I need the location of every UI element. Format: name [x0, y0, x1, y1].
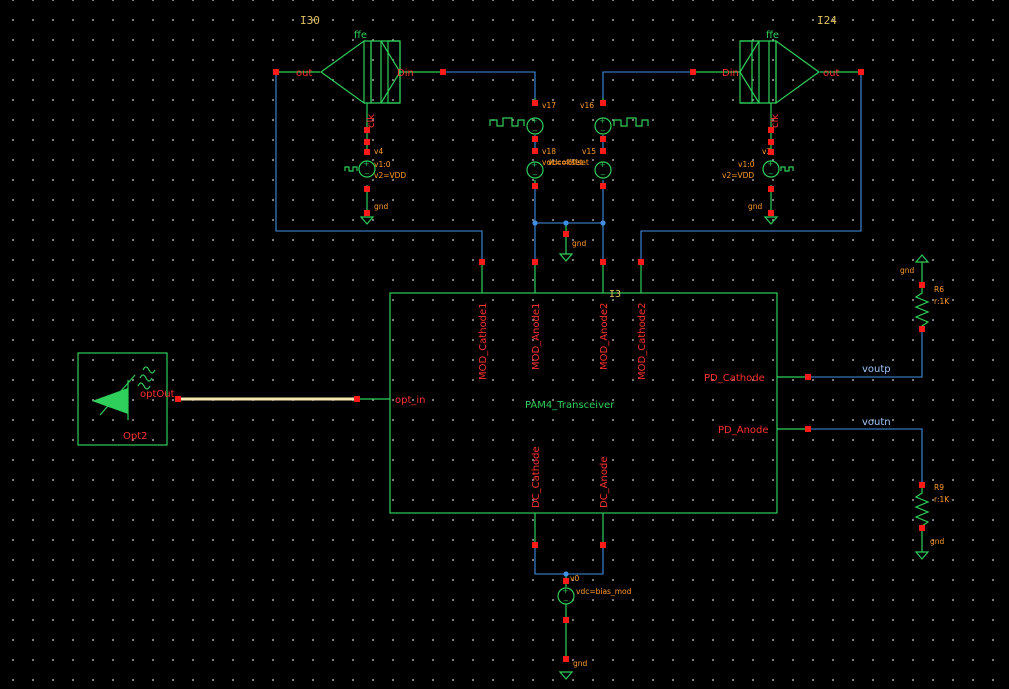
- pam4-transceiver-block[interactable]: [389, 292, 778, 514]
- v15-name: v15: [582, 147, 596, 156]
- vdc-source-v15[interactable]: + −: [594, 161, 612, 179]
- v3-param-v1: v1:0: [738, 160, 755, 169]
- v3-gnd-label: gnd: [748, 202, 763, 211]
- ffe-right-din-pin: Din: [722, 68, 739, 79]
- junction-dots: [532, 220, 606, 226]
- v4-gnd-label: gnd: [374, 202, 389, 211]
- ground-symbol: [558, 253, 574, 262]
- r6-name: R6: [934, 285, 944, 294]
- pin-pd-cathode: PD_Cathode: [704, 373, 765, 384]
- svg-text:+: +: [600, 117, 606, 125]
- svg-text:+: +: [532, 117, 538, 125]
- optical-source-block[interactable]: [77, 352, 168, 446]
- transceiver-cell-label: PAM4_Transceiver: [525, 400, 615, 411]
- vdc-source-v0[interactable]: + −: [557, 587, 575, 605]
- v4-param-v2: v2=VDD: [374, 171, 406, 180]
- v4-name: v4: [374, 147, 383, 156]
- svg-text:+: +: [563, 587, 569, 595]
- svg-text:−: −: [600, 171, 606, 179]
- junction-dots: [563, 571, 569, 577]
- svg-text:−: −: [532, 127, 538, 135]
- v18-name: v18: [542, 147, 556, 156]
- resistor-r9[interactable]: [914, 485, 930, 528]
- ffe-right-clk-pin: clk: [770, 114, 781, 128]
- ffe-left-out-pin: out: [296, 68, 312, 79]
- ffe-right-instance-label: I24: [817, 14, 837, 27]
- ffe-right-out-pin: out: [823, 68, 839, 79]
- r9-value: r:1K: [934, 495, 950, 504]
- ffe-left-din-pin: Din: [397, 68, 414, 79]
- r9-gnd-label: gnd: [930, 537, 945, 546]
- svg-text:−: −: [364, 170, 370, 178]
- resistor-r6[interactable]: [914, 285, 930, 332]
- ffe-buffer-left[interactable]: [319, 39, 401, 105]
- v17-name: v17: [542, 101, 556, 110]
- v4-param-v1: v1:0: [374, 160, 391, 169]
- transceiver-instance-label: I3: [609, 289, 621, 300]
- center-gnd-label: gnd: [572, 239, 587, 248]
- svg-text:+: +: [532, 161, 538, 169]
- pin-dc-anode: DC_Anode: [599, 457, 610, 508]
- v0-param: vdc=bias_mod: [576, 587, 632, 596]
- svg-text:−: −: [600, 127, 606, 135]
- vdc-source-v18[interactable]: + −: [526, 161, 544, 179]
- v18-param: vdc=offset: [542, 158, 583, 167]
- vpulse-source-v4[interactable]: + −: [344, 160, 376, 178]
- r6-value: r:1K: [934, 297, 950, 306]
- svg-text:+: +: [600, 161, 606, 169]
- ffe-left-cell-label: ffe: [354, 30, 367, 41]
- pin-mod-cathode1: MOD_Cathode1: [478, 302, 489, 380]
- ground-symbol-inverted: [914, 254, 930, 263]
- r6-gnd-label: gnd: [900, 266, 915, 275]
- svg-text:+: +: [364, 160, 370, 168]
- ffe-left-instance-label: I30: [300, 14, 320, 27]
- net-voutp-label: voutp: [862, 364, 891, 375]
- vbit-source-v16[interactable]: + −: [594, 117, 649, 135]
- ground-symbol: [359, 216, 375, 225]
- ffe-right-cell-label: ffe: [766, 30, 779, 41]
- v0-gnd-label: gnd: [573, 659, 588, 668]
- v16-name: v16: [580, 101, 594, 110]
- opt-out-pin: optOut: [140, 389, 175, 400]
- v0-name: v0: [570, 574, 579, 583]
- v15-param: vdc=offset: [548, 158, 589, 167]
- pin-markers: [175, 69, 925, 662]
- ground-symbol: [558, 671, 574, 680]
- svg-text:−: −: [532, 171, 538, 179]
- pin-opt-in: opt_in: [395, 395, 426, 406]
- net-voutn-label: voutn: [862, 417, 891, 428]
- pin-mod-anode1: MOD_Anode1: [531, 303, 542, 370]
- pin-mod-anode2: MOD_Anode2: [599, 303, 610, 370]
- pin-pd-anode: PD_Anode: [718, 425, 769, 436]
- v3-name: v3: [762, 147, 771, 156]
- opt2-instance-label: Opt2: [123, 431, 148, 442]
- v3-param-v2: v2=VDD: [722, 171, 754, 180]
- ffe-left-clk-pin: clk: [366, 114, 377, 128]
- r9-name: R9: [934, 483, 944, 492]
- vbit-source-v17[interactable]: + −: [489, 117, 544, 135]
- ground-symbol: [763, 216, 779, 225]
- ground-symbol: [914, 551, 930, 560]
- svg-text:+: +: [768, 160, 774, 168]
- svg-text:−: −: [563, 597, 569, 605]
- ffe-buffer-right[interactable]: [739, 39, 821, 105]
- pin-dc-cathode: DC_Cathode: [531, 446, 542, 508]
- pin-mod-cathode2: MOD_Cathode2: [637, 302, 648, 380]
- svg-text:−: −: [768, 170, 774, 178]
- vpulse-source-v3[interactable]: + −: [762, 160, 794, 178]
